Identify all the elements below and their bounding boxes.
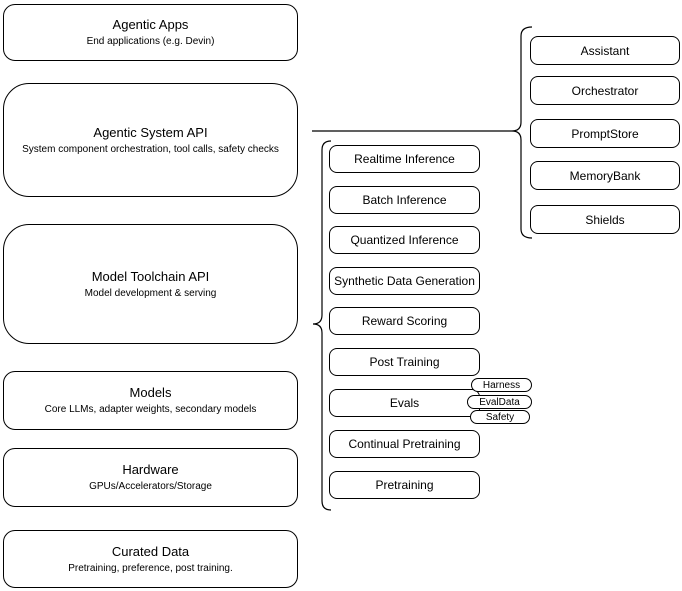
- node-label: Synthetic Data Generation: [334, 274, 475, 288]
- tag-label: Safety: [485, 411, 515, 423]
- node-agentic-apps: Agentic Apps End applications (e.g. Devi…: [3, 4, 298, 61]
- node-curated-data: Curated Data Pretraining, preference, po…: [3, 530, 298, 588]
- node-synthetic-data-generation: Synthetic Data Generation: [329, 267, 480, 295]
- node-reward-scoring: Reward Scoring: [329, 307, 480, 335]
- node-subtitle: Pretraining, preference, post training.: [68, 562, 233, 574]
- node-label: Assistant: [580, 43, 630, 58]
- tag-safety: Safety: [470, 410, 530, 424]
- node-title: Agentic Apps: [112, 17, 189, 32]
- node-subtitle: Core LLMs, adapter weights, secondary mo…: [44, 404, 257, 415]
- node-title: Models: [129, 385, 172, 400]
- node-post-training: Post Training: [329, 348, 480, 376]
- node-title: Curated Data: [111, 543, 190, 559]
- node-hardware: Hardware GPUs/Accelerators/Storage: [3, 448, 298, 507]
- node-label: Orchestrator: [571, 83, 639, 98]
- node-batch-inference: Batch Inference: [329, 186, 480, 214]
- node-shields: Shields: [530, 205, 680, 234]
- system-components-brace: [511, 26, 533, 239]
- node-title: Model Toolchain API: [91, 268, 210, 284]
- node-agentic-system-api: Agentic System API System component orch…: [3, 83, 298, 197]
- node-label: Reward Scoring: [361, 314, 448, 328]
- node-label: Post Training: [369, 355, 440, 369]
- tag-evaldata: EvalData: [467, 395, 532, 409]
- node-title: Hardware: [122, 462, 179, 477]
- node-label: Quantized Inference: [350, 233, 459, 247]
- tag-harness: Harness: [471, 378, 532, 392]
- node-quantized-inference: Quantized Inference: [329, 226, 480, 254]
- node-evals: Evals: [329, 389, 480, 417]
- node-subtitle: GPUs/Accelerators/Storage: [89, 481, 212, 492]
- node-label: Continual Pretraining: [348, 437, 461, 451]
- node-subtitle: Model development & serving: [84, 287, 217, 299]
- node-promptstore: PromptStore: [530, 119, 680, 148]
- node-continual-pretraining: Continual Pretraining: [329, 430, 480, 458]
- node-label: Batch Inference: [362, 193, 447, 207]
- node-models: Models Core LLMs, adapter weights, secon…: [3, 371, 298, 430]
- tag-label: EvalData: [479, 396, 520, 408]
- node-label: Realtime Inference: [354, 152, 455, 166]
- node-assistant: Assistant: [530, 36, 680, 65]
- node-label: Evals: [389, 396, 420, 410]
- node-label: Pretraining: [375, 478, 434, 492]
- node-model-toolchain-api: Model Toolchain API Model development & …: [3, 224, 298, 344]
- node-subtitle: System component orchestration, tool cal…: [22, 143, 279, 155]
- tag-label: Harness: [482, 379, 521, 391]
- node-label: Shields: [585, 212, 625, 227]
- node-title: Agentic System API: [93, 124, 208, 140]
- node-orchestrator: Orchestrator: [530, 76, 680, 105]
- node-realtime-inference: Realtime Inference: [329, 145, 480, 173]
- node-label: MemoryBank: [569, 168, 641, 183]
- node-memorybank: MemoryBank: [530, 161, 680, 190]
- node-subtitle: End applications (e.g. Devin): [86, 36, 215, 47]
- node-pretraining: Pretraining: [329, 471, 480, 499]
- node-label: PromptStore: [571, 126, 639, 141]
